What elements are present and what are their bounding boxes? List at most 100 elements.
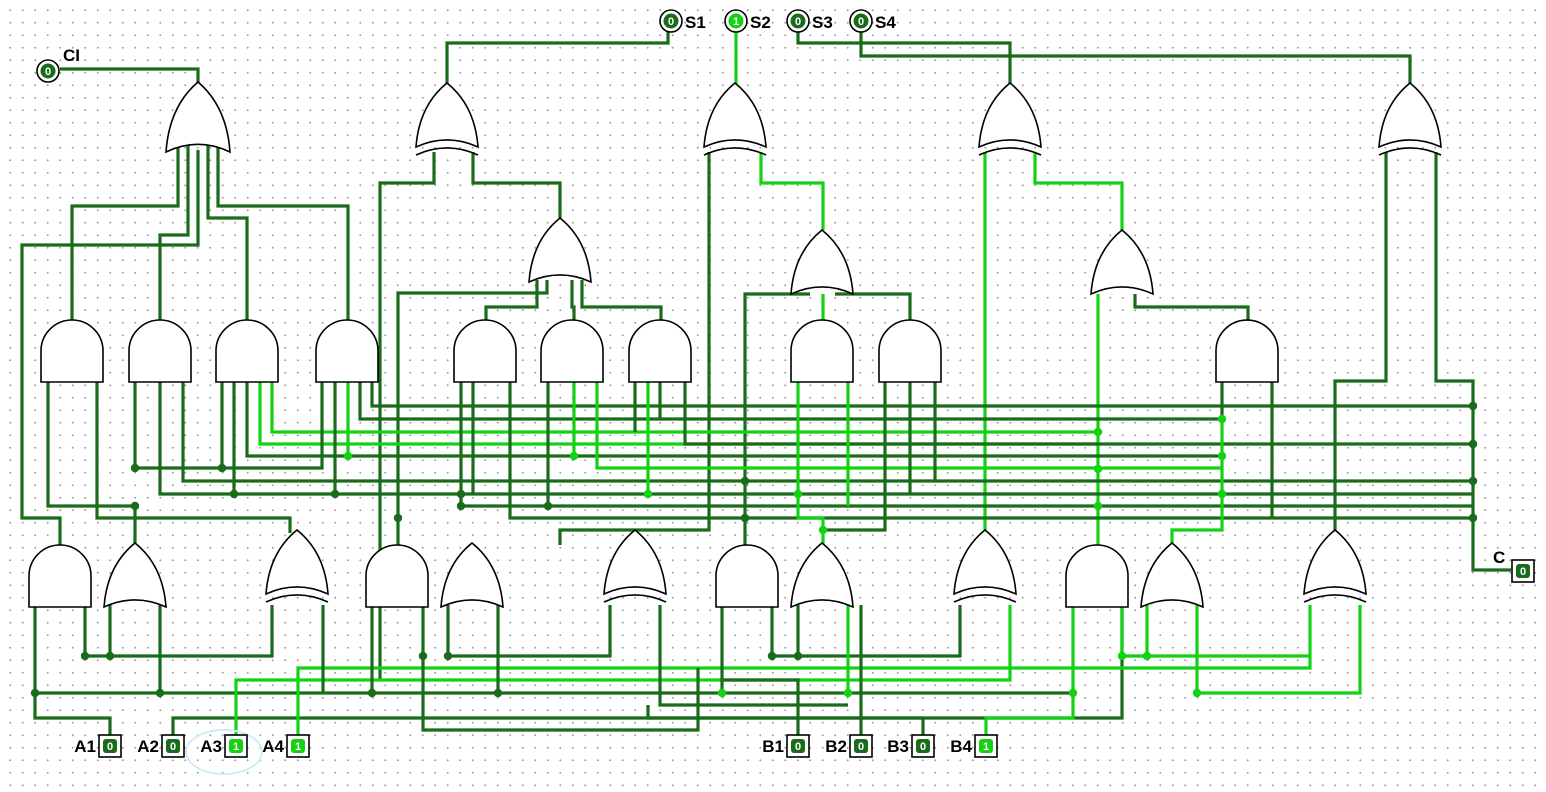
xor-gate-bar-1 bbox=[703, 147, 767, 156]
junction-dot-9 bbox=[569, 451, 579, 461]
xor-gate-2[interactable] bbox=[978, 81, 1042, 149]
and-gate-12[interactable] bbox=[715, 544, 779, 608]
junction-dot-38 bbox=[1068, 688, 1078, 698]
junction-dot-10 bbox=[643, 489, 653, 499]
junction-dot-20 bbox=[1217, 489, 1227, 499]
junction-dot-6 bbox=[456, 489, 466, 499]
output-pin-led bbox=[853, 13, 869, 29]
output-pin-label: S3 bbox=[812, 13, 833, 32]
wire-80 bbox=[646, 705, 925, 735]
gates-layer bbox=[28, 80, 1442, 609]
input-pin-b4[interactable]: 1B4 bbox=[950, 734, 998, 758]
input-pin-a1[interactable]: 0A1 bbox=[74, 734, 122, 758]
wire-8 bbox=[471, 152, 562, 218]
junction-dot-30 bbox=[393, 513, 403, 523]
wire-60 bbox=[33, 605, 112, 735]
output-pin-led bbox=[790, 13, 806, 29]
input-pin-led bbox=[291, 739, 305, 753]
wire-82 bbox=[1120, 605, 1310, 658]
input-pin-led bbox=[791, 739, 805, 753]
junctions-layer bbox=[30, 401, 1478, 698]
junction-dot-0 bbox=[130, 463, 140, 473]
junction-dot-35 bbox=[793, 651, 803, 661]
input-pin-label: A4 bbox=[262, 737, 284, 756]
and-gate-13[interactable] bbox=[1065, 544, 1129, 608]
wire-1 bbox=[20, 150, 200, 545]
xor-gate-7[interactable] bbox=[1303, 528, 1367, 596]
junction-dot-27 bbox=[30, 688, 40, 698]
input-pin-label: B1 bbox=[762, 737, 784, 756]
output-pin-value: 0 bbox=[858, 16, 864, 28]
junction-dot-24 bbox=[1468, 513, 1478, 523]
wire-78 bbox=[722, 678, 800, 735]
input-pin-led bbox=[916, 739, 930, 753]
and-gate-10[interactable] bbox=[28, 544, 92, 608]
and-gate-2[interactable] bbox=[215, 319, 279, 383]
input-pin-a2[interactable]: 0A2 bbox=[137, 734, 185, 758]
and-gate-7[interactable] bbox=[790, 319, 854, 383]
xor-gate-3[interactable] bbox=[1378, 81, 1442, 149]
and-gate-0[interactable] bbox=[40, 319, 104, 383]
junction-dot-41 bbox=[1192, 688, 1202, 698]
wire-31 bbox=[181, 380, 1473, 483]
and-gate-9[interactable] bbox=[1215, 319, 1279, 383]
and-gate-3[interactable] bbox=[315, 319, 379, 383]
or-gate-6[interactable] bbox=[790, 228, 854, 296]
and-gate-8[interactable] bbox=[878, 319, 942, 383]
output-pin-value: 1 bbox=[733, 16, 739, 28]
wire-2 bbox=[70, 137, 180, 320]
or-gate-4[interactable] bbox=[1140, 541, 1204, 609]
input-pin-a3[interactable]: 1A3 bbox=[185, 729, 263, 775]
input-pin-b3[interactable]: 0B3 bbox=[887, 734, 935, 758]
junction-dot-32 bbox=[443, 651, 453, 661]
xor-gate-1[interactable] bbox=[703, 81, 767, 149]
output-pin-label: S4 bbox=[875, 13, 896, 32]
or-gate-1[interactable] bbox=[103, 541, 167, 609]
output-pin-value: 0 bbox=[668, 16, 674, 28]
wire-19 bbox=[796, 32, 1012, 85]
xor-gate-0[interactable] bbox=[415, 81, 479, 149]
wire-27 bbox=[46, 380, 137, 545]
input-pin-b1[interactable]: 0 B1 bbox=[762, 734, 810, 758]
wire-36 bbox=[270, 380, 1098, 434]
output-pin-label: S1 bbox=[685, 13, 706, 32]
wire-6 bbox=[445, 21, 670, 85]
junction-dot-15 bbox=[1093, 427, 1103, 437]
junction-dot-33 bbox=[493, 688, 503, 698]
and-gate-1[interactable] bbox=[128, 319, 192, 383]
wire-59 bbox=[1170, 419, 1224, 545]
wire-12 bbox=[580, 280, 663, 320]
input-pin-value: 0 bbox=[920, 741, 926, 753]
or-gate-3[interactable] bbox=[790, 541, 854, 609]
wire-5 bbox=[216, 137, 350, 320]
output-pin-led bbox=[663, 13, 679, 29]
input-pin-led bbox=[979, 739, 993, 753]
wire-25 bbox=[1333, 152, 1388, 545]
and-gate-11[interactable] bbox=[365, 544, 429, 608]
wire-26 bbox=[1434, 152, 1511, 572]
junction-dot-1 bbox=[217, 463, 227, 473]
and-gate-6[interactable] bbox=[628, 319, 692, 383]
or-gate-2[interactable] bbox=[440, 541, 504, 609]
or-gate-7[interactable] bbox=[1090, 228, 1154, 296]
input-pin-c[interactable]: 0C bbox=[1493, 548, 1535, 583]
wire-4 bbox=[206, 137, 249, 320]
or-gate-5[interactable] bbox=[528, 216, 592, 284]
xor-gate-5[interactable] bbox=[603, 528, 667, 596]
and-gate-5[interactable] bbox=[540, 319, 604, 383]
or-gate-0[interactable] bbox=[165, 80, 231, 154]
wire-10 bbox=[484, 280, 539, 320]
input-pin-value: 0 bbox=[170, 741, 176, 753]
input-pin-value: 0 bbox=[795, 741, 801, 753]
xor-gate-6[interactable] bbox=[953, 528, 1017, 596]
xor-gate-bar-3 bbox=[1378, 147, 1442, 156]
input-pin-a4[interactable]: 1A4 bbox=[262, 734, 310, 758]
input-pin-b2[interactable]: 0B2 bbox=[825, 734, 873, 758]
junction-dot-2 bbox=[130, 501, 140, 511]
and-gate-4[interactable] bbox=[453, 319, 517, 383]
junction-dot-40 bbox=[1142, 651, 1152, 661]
wire-51 bbox=[683, 380, 1473, 446]
junction-dot-19 bbox=[1217, 451, 1227, 461]
xor-gate-4[interactable] bbox=[265, 528, 329, 596]
